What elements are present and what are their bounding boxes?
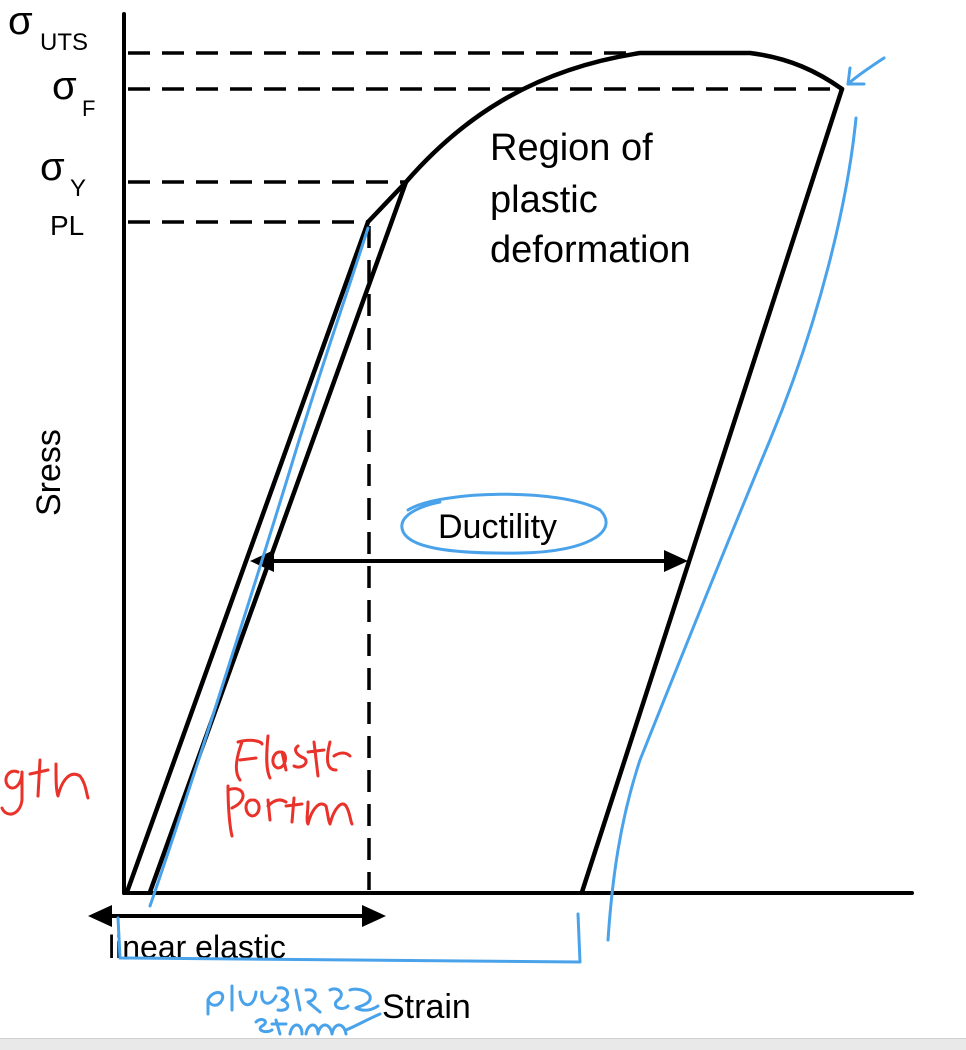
y-axis-title: Sress bbox=[30, 429, 68, 516]
blue-bracket-under-axis bbox=[116, 912, 582, 964]
region-label-line3: deformation bbox=[490, 229, 691, 271]
fracture-unloading-line bbox=[579, 86, 845, 895]
region-label-line2: plastic bbox=[490, 179, 598, 221]
pl-to-yield-segment bbox=[365, 179, 409, 225]
blue-arrow-head bbox=[846, 66, 866, 86]
f-subscript: F bbox=[82, 96, 95, 121]
red-portion-handwriting bbox=[226, 784, 354, 838]
blue-ductility-circle bbox=[400, 492, 608, 555]
elastic-loading-line bbox=[124, 219, 371, 895]
window-bottom-bar bbox=[0, 1038, 966, 1050]
blue-arrow-stroke bbox=[846, 56, 886, 86]
sigma-uts-symbol: σ bbox=[8, 0, 33, 43]
uts-subscript: UTS bbox=[40, 29, 88, 56]
sigma-y-symbol: σ bbox=[40, 145, 65, 189]
linear-elastic-arrow-right-head bbox=[362, 905, 386, 927]
y-subscript: Y bbox=[70, 175, 86, 202]
blue-trace-unloading-line bbox=[606, 116, 858, 942]
blue-strain-handwriting-row2 bbox=[254, 1012, 382, 1036]
plastic-region-curve bbox=[403, 50, 845, 185]
x-axis-title: Strain bbox=[382, 988, 471, 1026]
linear-elastic-arrow-left-head bbox=[88, 905, 112, 927]
blue-trace-elastic-line bbox=[148, 226, 370, 908]
ductility-label: Ductility bbox=[438, 508, 557, 546]
pl-label: PL bbox=[50, 210, 84, 241]
sigma-f-symbol: σ bbox=[52, 64, 77, 108]
red-length-handwriting-left bbox=[0, 758, 90, 816]
blue-plastic-strain-handwriting bbox=[206, 984, 380, 1016]
region-label-line1: Region of bbox=[490, 127, 653, 169]
red-elastic-handwriting bbox=[234, 734, 352, 782]
ductility-arrow-right-head bbox=[664, 550, 688, 572]
